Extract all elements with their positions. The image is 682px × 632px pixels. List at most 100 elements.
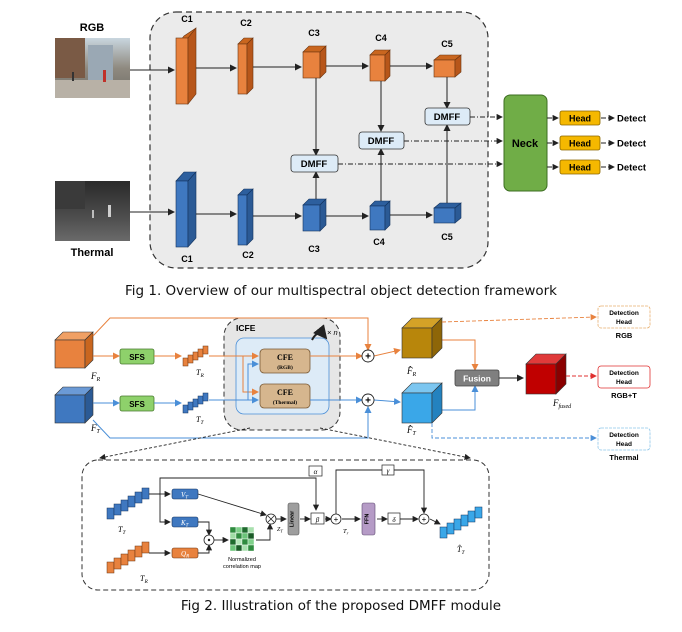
add-node-2 xyxy=(418,513,430,525)
cfe-thermal-sublabel: (Thermal) xyxy=(273,399,297,406)
thermal-c1-label: C1 xyxy=(181,254,193,264)
neck-label: Neck xyxy=(512,138,539,150)
correlation-map-label-2: correlation map xyxy=(223,564,261,570)
multiply-icon xyxy=(267,515,275,523)
correlation-map xyxy=(229,526,255,552)
gamma-label: γ xyxy=(387,467,390,475)
dmff-label-c4: DMFF xyxy=(368,136,395,147)
ffn-block xyxy=(361,502,376,536)
out-thermal-label: Thermal xyxy=(609,453,638,462)
dmff-to-neck-arrows xyxy=(338,113,503,168)
fr-cube xyxy=(54,331,94,369)
linear-label: Linear xyxy=(290,510,296,527)
cfe-thermal-label: CFE xyxy=(277,388,293,397)
plus-node-rgb-symbol: + xyxy=(365,352,371,363)
plus-node-thermal xyxy=(361,393,375,407)
detect-label-3: Detect xyxy=(617,163,647,174)
head-label-1: Head xyxy=(569,114,591,124)
add-node-1 xyxy=(330,513,342,525)
fhat-r-to-head-arrow xyxy=(441,314,597,323)
delta-label: δ xyxy=(392,516,396,524)
q-proj-label: QR xyxy=(181,550,189,560)
detection-head-fused-l1: Detection xyxy=(609,370,639,377)
detect-label-1: Detect xyxy=(617,114,647,125)
detection-head-rgb xyxy=(597,305,651,329)
rgb-c2-label: C2 xyxy=(240,18,252,28)
dot-product-dot xyxy=(207,538,211,542)
rgb-c3-block xyxy=(302,45,327,79)
fig2: ICFE × n CFE (RGB) CFE (Thermal) FR FT S… xyxy=(54,305,651,591)
add-node-1-symbol: + xyxy=(334,515,339,524)
detail-flow-arrows xyxy=(149,469,441,557)
fig2-caption: Fig 2. Illustration of the proposed DMFF… xyxy=(180,598,502,614)
fig1-caption: Fig 1. Overview of our multispectral obj… xyxy=(124,283,557,299)
fig1: RGB Thermal xyxy=(55,11,647,269)
fhat-r-label: F̂R xyxy=(406,366,417,378)
out-rgb-label: RGB xyxy=(616,331,633,340)
rgb-c3-label: C3 xyxy=(308,28,320,38)
add-node-2-symbol: + xyxy=(422,515,427,524)
zoom-line-left xyxy=(99,427,251,461)
head-block-2 xyxy=(559,135,601,151)
detail-tr-label: TR xyxy=(140,574,148,585)
neck-to-head-arrows xyxy=(547,114,615,171)
detection-head-rgb-l1: Detection xyxy=(609,310,639,317)
rgb-backbone xyxy=(175,27,462,105)
dmff-label-c5: DMFF xyxy=(434,112,461,123)
rgb-c1-block xyxy=(175,27,197,105)
thermal-c4-block xyxy=(369,200,391,231)
ffused-label: Ffused xyxy=(552,398,572,410)
fusion-label: Fusion xyxy=(463,374,491,384)
beta-block xyxy=(310,512,325,525)
dmff-links xyxy=(312,77,451,203)
tr-tokens xyxy=(182,345,209,367)
ffn-label: FFN xyxy=(365,514,371,525)
cfe-rgb-label: CFE xyxy=(277,353,293,362)
fr-label: FR xyxy=(90,371,101,383)
fhat-t-cube xyxy=(401,382,443,424)
rgb-flow-arrows xyxy=(130,62,433,74)
dmff-block-c4 xyxy=(358,131,405,150)
thermal-c1-block xyxy=(175,171,197,248)
rgb-c5-label: C5 xyxy=(441,39,453,49)
thermal-c5-block xyxy=(433,202,462,224)
dmff-block-c5 xyxy=(424,107,471,126)
detection-head-fused xyxy=(597,365,651,389)
rgb-c5-block xyxy=(433,54,462,78)
rgb-c2-block xyxy=(237,37,254,95)
detail-tr-tokens xyxy=(106,541,150,574)
cfe-rgb-sublabel: (RGB) xyxy=(277,364,293,371)
thermal-c3-label: C3 xyxy=(308,244,320,254)
tr-label: TR xyxy=(196,368,204,379)
backbone-region xyxy=(149,11,489,269)
that-label: T̂T xyxy=(457,544,465,556)
alpha-block xyxy=(308,465,323,477)
linear-block xyxy=(287,502,300,536)
head-label-3: Head xyxy=(569,163,591,173)
tt-tokens xyxy=(182,392,209,414)
rgb-c4-label: C4 xyxy=(375,33,387,43)
thermal-c2-block xyxy=(237,188,254,246)
plus-node-rgb xyxy=(361,349,375,363)
times-n-label: × n xyxy=(327,328,338,337)
rgb-label: RGB xyxy=(80,22,105,34)
z-label: ZT xyxy=(277,527,283,534)
v-proj-label: VT xyxy=(181,491,189,501)
detect-label-2: Detect xyxy=(617,139,647,150)
detection-head-rgb-l2: Head xyxy=(616,319,632,326)
thermal-backbone xyxy=(175,171,462,248)
thermal-c4-label: C4 xyxy=(373,237,385,247)
rgb-c1-label: C1 xyxy=(181,14,193,24)
head-label-2: Head xyxy=(569,139,591,149)
thermal-c5-label: C5 xyxy=(441,232,453,242)
thermal-path-arrows xyxy=(92,360,479,439)
fhat-t-to-head-arrow xyxy=(431,423,597,442)
thermal-c2-label: C2 xyxy=(242,250,254,260)
ft-cube xyxy=(54,386,94,424)
out-rgbt-label: RGB+T xyxy=(611,391,637,400)
detection-head-fused-l2: Head xyxy=(616,379,632,386)
detail-tt-tokens xyxy=(106,487,150,520)
cfe-detail-region xyxy=(81,459,490,591)
correlation-map-label-1: Normalized xyxy=(228,557,256,563)
